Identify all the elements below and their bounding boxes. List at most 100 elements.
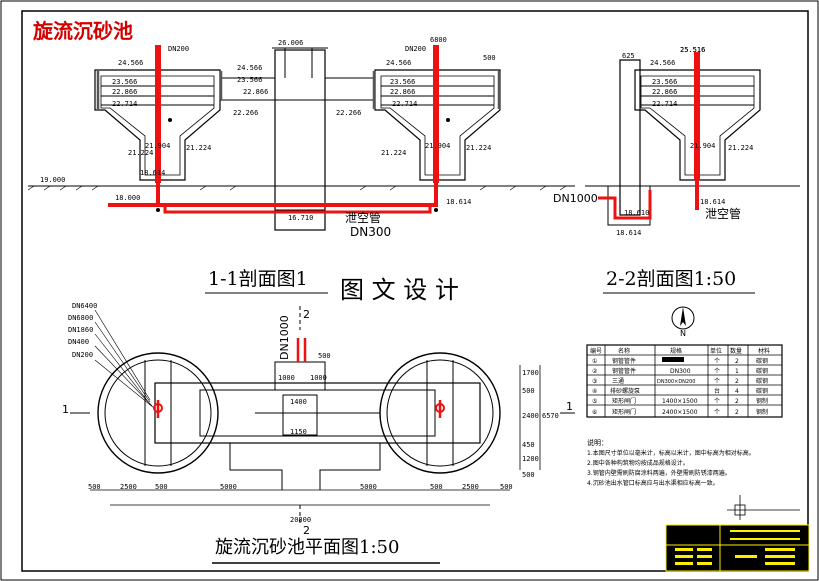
r0-c5: 碳钢 <box>756 357 768 365</box>
notes-block: 说明： 1.本图尺寸单位以毫米计，标高以米计，图中标高为相对标高。 2.图中各种… <box>587 438 755 487</box>
level-l-7: 21.224 <box>128 149 153 157</box>
r4-c1: 矩形闸门 <box>612 397 636 405</box>
s2-level-7: 21.224 <box>728 144 753 152</box>
level-r-1: 24.566 <box>386 59 411 67</box>
level-m-3: 22.866 <box>243 88 268 96</box>
left-grit-chamber <box>97 352 219 474</box>
level-m-5: 22.266 <box>336 109 361 117</box>
s2-level-2: 24.566 <box>650 59 675 67</box>
r2-c5: 碳钢 <box>756 377 768 385</box>
r2-c1: 三通 <box>612 377 624 385</box>
plan-marker-2-top: 2 <box>303 308 310 321</box>
plan-dim-b1: 500 <box>88 483 101 491</box>
th-3: 单位 <box>710 347 722 355</box>
plan-dim-i5: 500 <box>318 352 331 360</box>
right-grit-chamber <box>379 352 501 474</box>
plan-red-pipes <box>153 338 445 418</box>
s2-level-1: 25.516 <box>680 46 705 54</box>
s2-level-8: 18.614 <box>700 198 725 206</box>
r4-c5: 钢制 <box>756 397 768 405</box>
r4-c2: 1400×1500 <box>662 398 698 405</box>
level-r-2: 23.566 <box>390 78 415 86</box>
r0-c1: 钢管管件 <box>612 357 636 365</box>
plan-pipe-dn6800: DN6800 <box>68 314 93 322</box>
level-l-6: 21.224 <box>186 144 211 152</box>
level-top-mid: 26.006 <box>278 39 303 47</box>
level-l-2: 23.566 <box>112 78 137 86</box>
level-l-5: 21.904 <box>145 142 170 150</box>
section-2-2-pipes <box>598 52 700 220</box>
main-title: 旋流沉砂池 <box>32 19 133 43</box>
section-2-2-levels: 625 25.516 24.566 23.566 22.866 22.714 2… <box>616 46 753 237</box>
section-1-1-levels: DN200 DN200 6800 500 26.006 24.566 23.56… <box>40 36 705 222</box>
level-pipe-in: 18.000 <box>115 194 140 202</box>
s2-level-625: 625 <box>622 52 635 60</box>
plan-labels: DN6400 DN6800 DN1860 DN400 DN200 500 250… <box>68 302 559 524</box>
plan-dim-b4: 5000 <box>220 483 237 491</box>
drain-dn: DN300 <box>350 225 391 239</box>
level-l-4: 22.714 <box>112 100 137 108</box>
r2-c3: 个 <box>714 378 720 385</box>
r2-c4: 2 <box>735 378 739 385</box>
notes-title: 说明： <box>587 438 608 447</box>
r1-c0: ② <box>592 368 598 375</box>
notes-line-3: 3.钢管内壁需刷防腐涂料两遍，外壁需刷防锈漆两遍。 <box>587 469 731 477</box>
r1-c3: 个 <box>714 368 720 375</box>
plan-marker-1-right: 1 <box>566 400 573 413</box>
s2-dn1000: DN1000 <box>553 192 598 205</box>
notes-line-4: 4.沉砂池出水管口标高应与出水渠相应标高一致。 <box>587 479 719 487</box>
plan-dim-i2: 1000 <box>310 374 327 382</box>
th-0: 编号 <box>590 347 602 355</box>
plan-marker-1-left: 1 <box>62 403 69 416</box>
r1-c4: 1 <box>735 368 739 375</box>
r5-c1: 矩形闸门 <box>612 408 636 416</box>
r1-c2: DN300 <box>670 368 691 375</box>
level-m-1: 24.566 <box>237 64 262 72</box>
plan-dim-b3: 500 <box>155 483 168 491</box>
plan-dim-b5: 5000 <box>360 483 377 491</box>
plan-pipe-dn400: DN400 <box>68 338 89 346</box>
plan-dim-b8: 500 <box>500 483 513 491</box>
r5-c0: ⑥ <box>592 409 597 416</box>
watermark-text: 图 文 设 计 <box>340 276 459 304</box>
inner-frame <box>21 10 809 572</box>
s2-level-10: 18.614 <box>616 229 641 237</box>
th-4: 数量 <box>730 347 742 355</box>
pipe-label-left: DN200 <box>168 45 189 53</box>
plan-dim-r1: 1700 <box>522 369 539 377</box>
level-m-4: 22.266 <box>233 109 258 117</box>
r0-c3: 个 <box>714 358 720 365</box>
plan-dim-b6: 500 <box>430 483 443 491</box>
plan-dim-i3: 1400 <box>290 398 307 406</box>
r3-c0: ④ <box>592 388 597 395</box>
plan-dim-r7: 500 <box>522 471 535 479</box>
th-2: 规格 <box>670 347 682 355</box>
plan-dim-total: 20800 <box>290 516 311 524</box>
s2-level-9: 18.610 <box>624 209 649 217</box>
plan-dim-i1: 1000 <box>278 374 295 382</box>
r5-c5: 钢制 <box>756 408 768 416</box>
plan-pipe-dn6400: DN6400 <box>72 302 97 310</box>
r4-c4: 2 <box>735 398 739 405</box>
plan-dim-r5: 450 <box>522 441 535 449</box>
plan-dim-i4: 1150 <box>290 428 307 436</box>
level-right-top: 25.516 <box>680 46 705 54</box>
plan-inlet: DN1000 <box>278 315 291 360</box>
s2-level-4: 22.866 <box>652 88 677 96</box>
dim-500: 500 <box>483 54 496 62</box>
section-1-1 <box>27 47 575 231</box>
north-arrow-icon <box>671 306 695 330</box>
r3-c5: 碳钢 <box>756 387 768 395</box>
notes-line-2: 2.图中各种构筑物均按成品规格设计。 <box>587 459 689 467</box>
notes-line-1: 1.本图尺寸单位以毫米计，标高以米计，图中标高为相对标高。 <box>587 449 755 457</box>
level-r-6: 21.224 <box>466 144 491 152</box>
level-ground: 19.000 <box>40 176 65 184</box>
r5-c2: 2400×1500 <box>662 409 698 416</box>
dim-6800: 6800 <box>430 36 447 44</box>
level-r-4: 22.714 <box>392 100 417 108</box>
level-bottom-r: 18.614 <box>446 198 471 206</box>
plan-dim-r2: 500 <box>522 387 535 395</box>
plan-dim-r6: 1200 <box>522 455 539 463</box>
th-5: 材料 <box>758 347 770 355</box>
r0-c0: ① <box>592 358 597 365</box>
